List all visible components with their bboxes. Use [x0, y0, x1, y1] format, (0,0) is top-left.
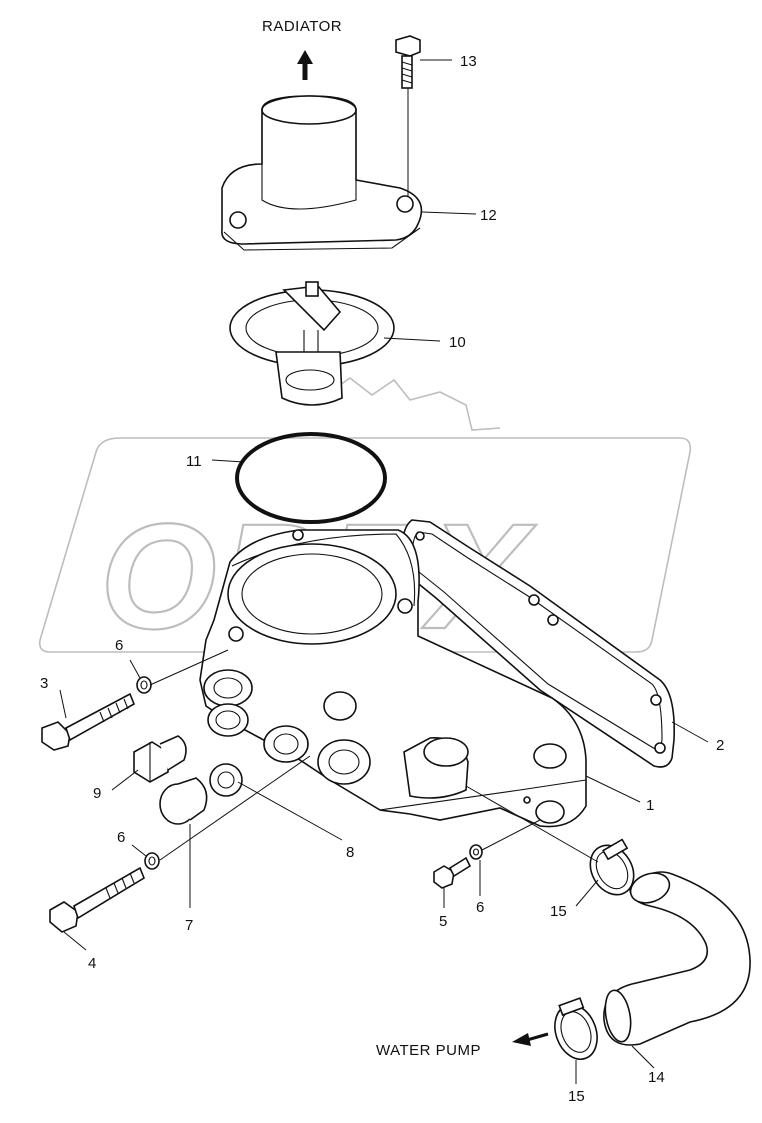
callout-washer-small: 6 [476, 899, 484, 916]
water-pump-label: WATER PUMP [376, 1042, 481, 1059]
callout-bolt-small: 5 [439, 913, 447, 930]
callout-outlet-cover: 12 [480, 207, 497, 224]
callout-plug-hex: 9 [93, 785, 101, 802]
callout-bolt-upper: 3 [40, 675, 48, 692]
callout-clamp-upper: 15 [550, 903, 567, 920]
clamp-upper [589, 838, 635, 896]
water-pump-arrow [512, 1032, 549, 1046]
bolt-upper [41, 692, 136, 751]
callout-labels: 13 12 10 11 2 1 6 3 9 8 6 7 4 5 6 15 14 … [40, 53, 724, 1105]
callout-washer-lower: 6 [117, 829, 125, 846]
bolt-small [433, 856, 472, 889]
cover-bolt [395, 35, 421, 89]
outlet-cover [221, 95, 423, 251]
plug-hex [133, 735, 187, 783]
callout-plug-round: 7 [185, 917, 193, 934]
callout-gasket: 2 [716, 737, 724, 754]
callout-hose: 14 [648, 1069, 665, 1086]
thermostat [229, 281, 395, 406]
callout-cover-bolt: 13 [460, 53, 477, 70]
leader-lines [59, 59, 709, 1084]
callout-housing: 1 [646, 797, 654, 814]
plug-round [159, 777, 208, 825]
radiator-arrow [297, 50, 313, 80]
callout-bolt-lower: 4 [88, 955, 96, 972]
callout-washer-upper: 6 [115, 637, 123, 654]
callout-thermostat: 10 [449, 334, 466, 351]
thermostat-housing [199, 529, 587, 828]
callout-washer-flat: 8 [346, 844, 354, 861]
washer-small [469, 844, 483, 860]
washer-flat [209, 763, 243, 797]
washer-lower [144, 852, 160, 870]
clamp-lower [554, 997, 598, 1060]
radiator-label: RADIATOR [262, 18, 342, 35]
callout-clamp-lower: 15 [568, 1088, 585, 1105]
bolt-lower [49, 866, 145, 933]
washer-upper [136, 676, 152, 694]
hose [603, 871, 751, 1046]
callout-o-ring: 11 [186, 453, 202, 470]
o-ring [235, 432, 387, 524]
